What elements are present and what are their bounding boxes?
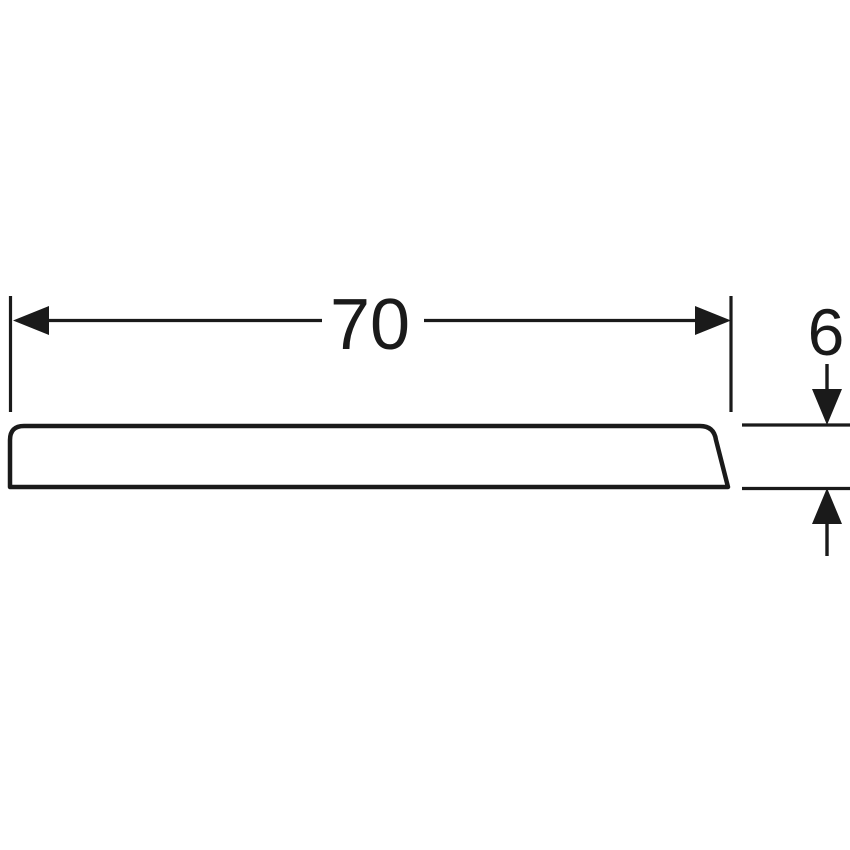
arrowhead-right-width-icon [695,306,731,335]
arrowhead-left-width-icon [13,306,49,335]
arrowhead-down-thickness-icon [812,389,842,425]
dimension-label-width: 70 [330,285,410,365]
arrowhead-up-thickness-icon [812,488,842,524]
slab-profile-outline [7,423,731,490]
dimension-label-thickness: 6 [808,295,845,369]
